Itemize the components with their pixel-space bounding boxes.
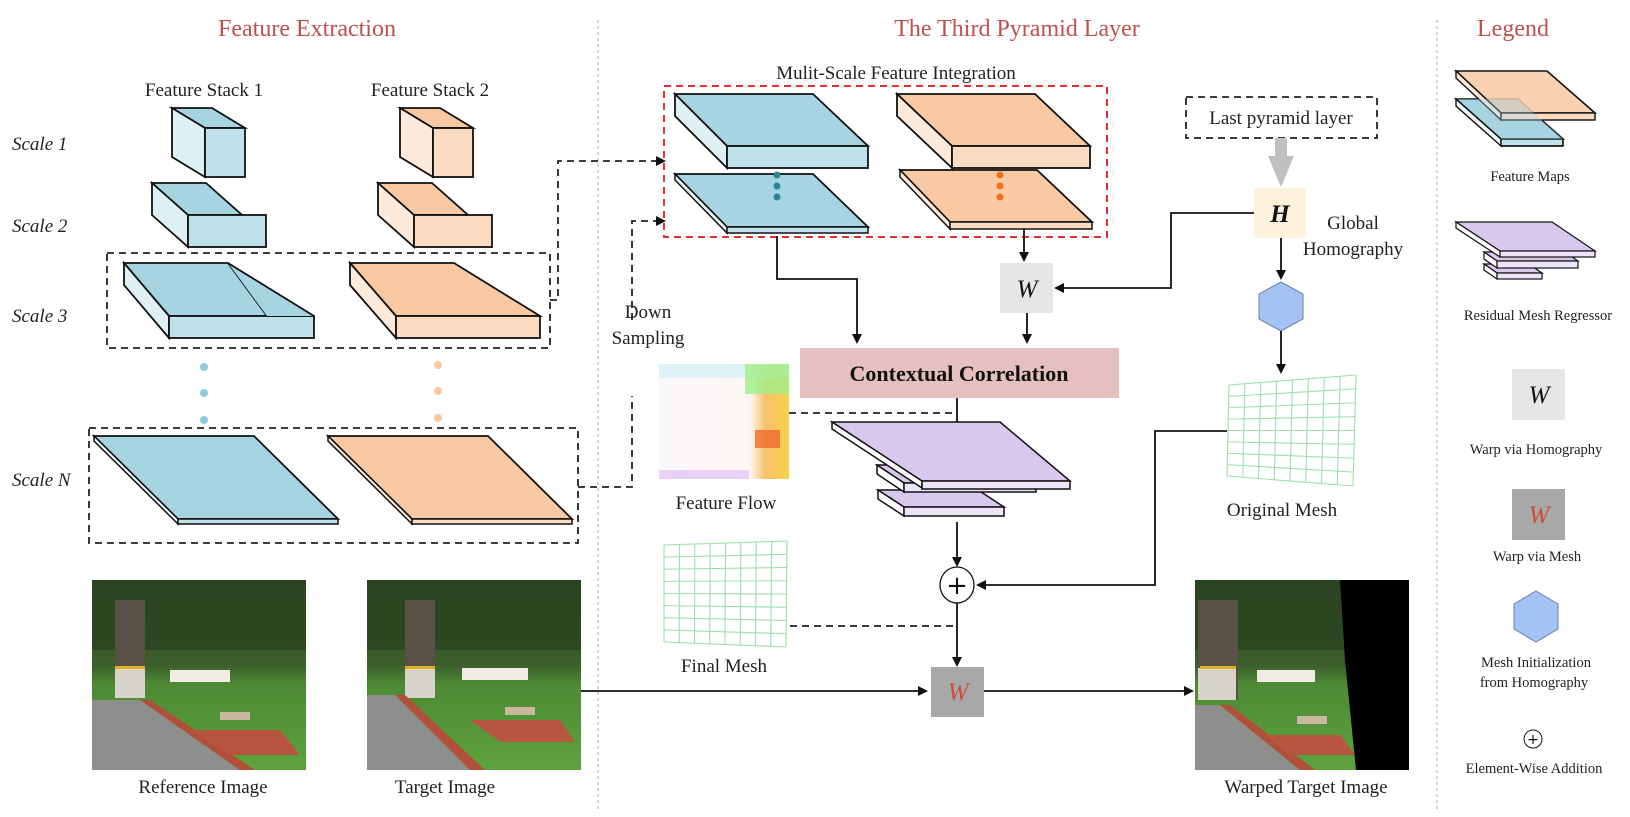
contextual-correlation-label: Contextual Correlation	[850, 361, 1069, 386]
feature-stack-2-label: Feature Stack 2	[371, 80, 489, 101]
mesh-line	[663, 617, 787, 622]
legend-hexagon-icon	[1513, 590, 1559, 643]
feature-flow-label: Feature Flow	[676, 493, 777, 514]
reference-image	[92, 580, 306, 770]
global-homography-label-line1: Global	[1327, 213, 1379, 234]
legend-mesh-init-label-line2: from Homography	[1480, 675, 1589, 691]
legend-warp-homography-icon: W	[1512, 369, 1565, 420]
scale-n-group-box	[88, 427, 579, 544]
down-sampling-label-line2: Sampling	[612, 328, 685, 349]
ellipsis-dots-stack1	[200, 363, 208, 424]
mesh-line	[1228, 402, 1356, 409]
feature-block-stack2-scalen	[325, 434, 575, 526]
integration-label: Mulit-Scale Feature Integration	[776, 63, 1016, 84]
warped-target-label: Warped Target Image	[1224, 777, 1387, 798]
scale-n-label: Scale N	[12, 470, 72, 491]
warp-mesh-symbol: W	[948, 679, 971, 706]
integration-block-orange-upper	[894, 91, 1093, 171]
mesh-line	[1228, 374, 1357, 386]
integration-block-orange-lower	[897, 168, 1095, 231]
feature-flow-image	[659, 364, 789, 479]
target-image-label: Target Image	[395, 777, 495, 798]
warp-mesh-block: W	[931, 667, 984, 717]
residual-mesh-regressor	[829, 420, 1073, 518]
scale-3-label: Scale 3	[12, 306, 67, 327]
mesh-line	[663, 566, 787, 570]
integration-block-blue-lower	[672, 171, 871, 235]
arrow-blue-to-correlation	[776, 236, 862, 344]
warp-homography-symbol: W	[1017, 276, 1040, 303]
connector-scale3-to-integration	[550, 160, 655, 301]
contextual-correlation-block	[800, 348, 1119, 398]
legend-warp-homography-label: Warp via Homography	[1470, 442, 1603, 458]
legend-addition-label: Element-Wise Addition	[1466, 761, 1603, 777]
mesh-line	[663, 580, 787, 582]
homography-symbol: H	[1269, 201, 1291, 228]
multi-scale-integration-box	[663, 85, 1108, 238]
integration-block-blue-upper	[672, 91, 871, 171]
global-homography-label-line2: Homography	[1303, 239, 1404, 260]
legend-addition-symbol: +	[1527, 732, 1539, 748]
connector-scalen-upper	[631, 220, 655, 320]
addition-symbol: +	[946, 571, 968, 601]
mesh-line	[1226, 475, 1354, 487]
feature-stack-1-label: Feature Stack 1	[145, 80, 263, 101]
legend-warp-mesh-icon: W	[1512, 489, 1565, 540]
section-title-pyramid-layer: The Third Pyramid Layer	[894, 16, 1139, 42]
mesh-line	[663, 592, 787, 595]
homography-block: H	[1254, 188, 1306, 238]
mesh-line	[1227, 464, 1354, 473]
final-mesh-grid	[663, 540, 788, 648]
scale-2-label: Scale 2	[12, 216, 68, 237]
down-sampling-label-line1: Down	[625, 302, 672, 323]
ellipsis-dots-stack2	[434, 361, 442, 422]
legend-residual-mesh-regressor-icon	[1453, 220, 1597, 281]
target-image	[367, 580, 581, 770]
element-wise-addition: +	[939, 566, 975, 604]
feature-block-stack2-scale2	[375, 180, 493, 250]
mesh-line	[663, 629, 787, 635]
mesh-line	[1227, 452, 1354, 459]
feature-block-stack1-scalen	[91, 434, 341, 526]
mesh-line	[1228, 416, 1355, 420]
legend-residual-mesh-regressor-label: Residual Mesh Regressor	[1464, 308, 1612, 324]
mesh-line	[1227, 441, 1355, 445]
mesh-line	[663, 641, 787, 648]
original-mesh-label: Original Mesh	[1227, 500, 1338, 521]
legend-addition-icon: +	[1523, 729, 1543, 749]
gray-down-arrow	[1268, 138, 1294, 187]
legend-warp-mesh-symbol: W	[1529, 502, 1552, 529]
legend-warp-homography-symbol: W	[1529, 382, 1552, 409]
final-mesh-label: Final Mesh	[681, 656, 768, 677]
arrow-homography-to-warp	[1054, 212, 1254, 293]
section-title-legend: Legend	[1477, 16, 1549, 42]
warp-homography-block: W	[1000, 263, 1053, 313]
mesh-line	[663, 605, 787, 608]
warped-target-image	[1195, 580, 1409, 770]
feature-block-stack1-scale1	[168, 106, 249, 179]
feature-block-stack1-scale3	[122, 260, 315, 341]
feature-block-stack2-scale1	[396, 106, 477, 179]
last-pyramid-layer-label: Last pyramid layer	[1209, 108, 1353, 129]
scale-1-label: Scale 1	[12, 134, 67, 155]
legend-mesh-init-label-line1: Mesh Initialization	[1481, 655, 1592, 671]
feature-block-stack1-scale2	[149, 180, 267, 250]
arrow-original-mesh-to-addition	[976, 430, 1227, 590]
mesh-line	[663, 540, 788, 546]
section-title-feature-extraction: Feature Extraction	[218, 16, 396, 42]
legend-warp-mesh-label: Warp via Mesh	[1493, 549, 1582, 565]
legend-feature-maps-icon	[1453, 69, 1598, 148]
legend-feature-maps-label: Feature Maps	[1490, 169, 1570, 185]
mesh-line	[1228, 388, 1356, 397]
connector-scalen-lower	[578, 396, 633, 488]
reference-image-label: Reference Image	[138, 777, 267, 798]
mesh-line	[663, 553, 787, 558]
mesh-initialization-hexagon	[1258, 281, 1304, 332]
scale-3-group-box	[106, 252, 551, 349]
original-mesh-grid	[1226, 374, 1357, 487]
feature-block-stack2-scale3	[348, 260, 544, 341]
